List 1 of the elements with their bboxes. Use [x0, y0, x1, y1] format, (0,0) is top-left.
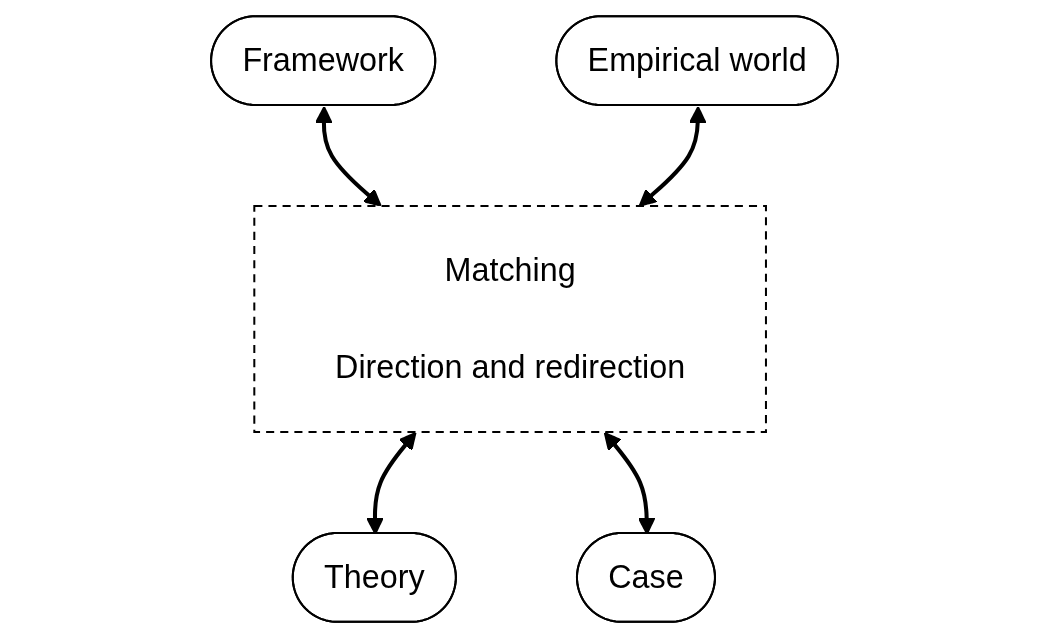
- node-box: Matching Direction and redirection: [253, 204, 767, 434]
